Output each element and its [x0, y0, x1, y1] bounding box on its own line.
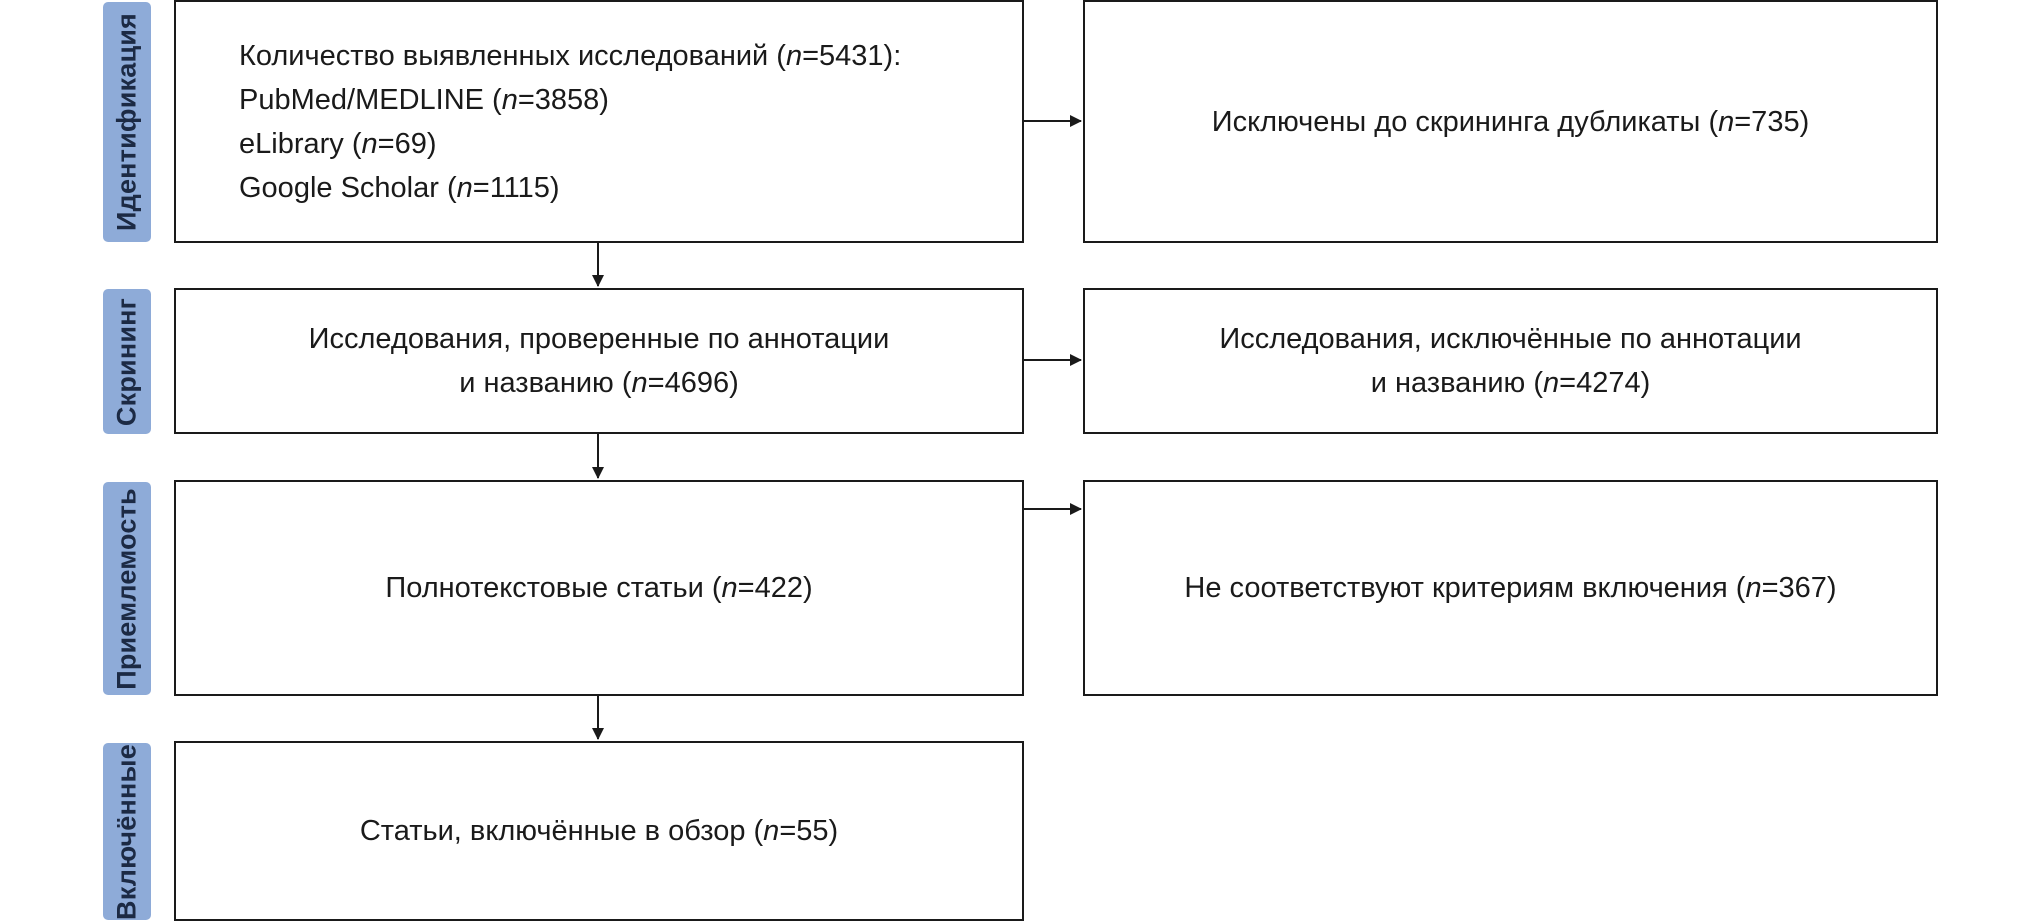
screen-excluded-text: Исследования, исключённые по аннотации и… — [1219, 323, 1802, 399]
not-eligible-text: Не соответствуют критериям включения (n=… — [1184, 572, 1837, 604]
stage-tab-screening: Скрининг — [103, 289, 151, 434]
stage-label-included: Включённые — [111, 743, 142, 920]
stage-tab-eligibility: Приемлемость — [103, 482, 151, 695]
identified-elibrary-line: eLibrary (n=69) — [239, 127, 437, 160]
stage-label-screening: Скрининг — [111, 297, 142, 426]
duplicates-excluded-text: Исключены до скрининга дубликаты (n=735) — [1211, 105, 1810, 138]
fulltext-articles-text: Полнотекстовые статьи (n=422) — [385, 572, 813, 604]
stage-label-identification: Идентификация — [111, 13, 142, 231]
box-identified-records: Количество выявленных исследований (n=54… — [174, 0, 1024, 243]
stage-label-eligibility: Приемлемость — [111, 487, 142, 690]
box-duplicates-excluded: Исключены до скрининга дубликаты (n=735) — [1083, 0, 1938, 243]
box-screened-records: Исследования, проверенные по аннотации и… — [174, 288, 1024, 434]
box-screen-excluded: Исследования, исключённые по аннотации и… — [1083, 288, 1938, 434]
identified-scholar-line: Google Scholar (n=1115) — [239, 171, 560, 204]
identified-records-text: Количество выявленных исследований (n=54… — [176, 34, 1022, 210]
stage-tab-included: Включённые — [103, 743, 151, 920]
box-included-studies: Статьи, включённые в обзор (n=55) — [174, 741, 1024, 921]
identified-total-line: Количество выявленных исследований (n=54… — [239, 39, 902, 72]
stage-tab-identification: Идентификация — [103, 2, 151, 242]
box-fulltext-articles: Полнотекстовые статьи (n=422) — [174, 480, 1024, 696]
box-not-eligible: Не соответствуют критериям включения (n=… — [1083, 480, 1938, 696]
included-studies-text: Статьи, включённые в обзор (n=55) — [359, 815, 839, 847]
screened-records-text: Исследования, проверенные по аннотации и… — [308, 323, 890, 399]
identified-pubmed-line: PubMed/MEDLINE (n=3858) — [239, 83, 609, 116]
